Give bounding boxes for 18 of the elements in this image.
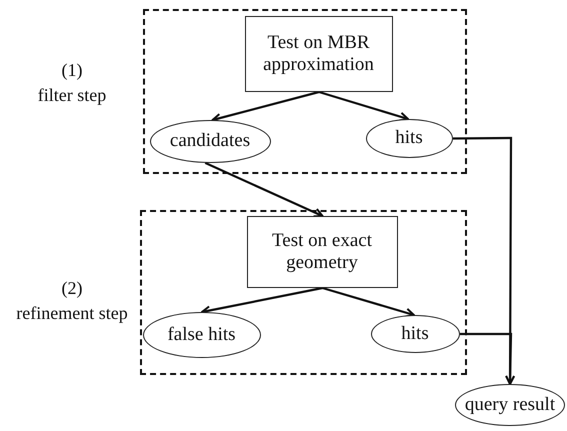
process-box: [246, 216, 398, 288]
step-label: refinement step: [16, 302, 128, 326]
dashed-group-box: [143, 9, 467, 174]
process-box: [244, 16, 392, 92]
arrow: [460, 332, 516, 385]
node-label: Test on MBR approximation: [262, 32, 375, 76]
node-label: candidates: [170, 130, 250, 152]
dashed-group-box: [140, 210, 467, 375]
node-label: hits: [395, 127, 423, 149]
node-label: hits: [401, 322, 429, 344]
node-label: Test on exact geometry: [271, 230, 373, 274]
arrow: [204, 162, 324, 218]
node-label: query result: [464, 394, 556, 416]
step-label: (1): [62, 59, 82, 82]
step-label: filter step: [38, 84, 106, 108]
node-label: false hits: [167, 324, 236, 346]
arrow: [318, 90, 409, 122]
step-label: (2): [62, 277, 82, 300]
